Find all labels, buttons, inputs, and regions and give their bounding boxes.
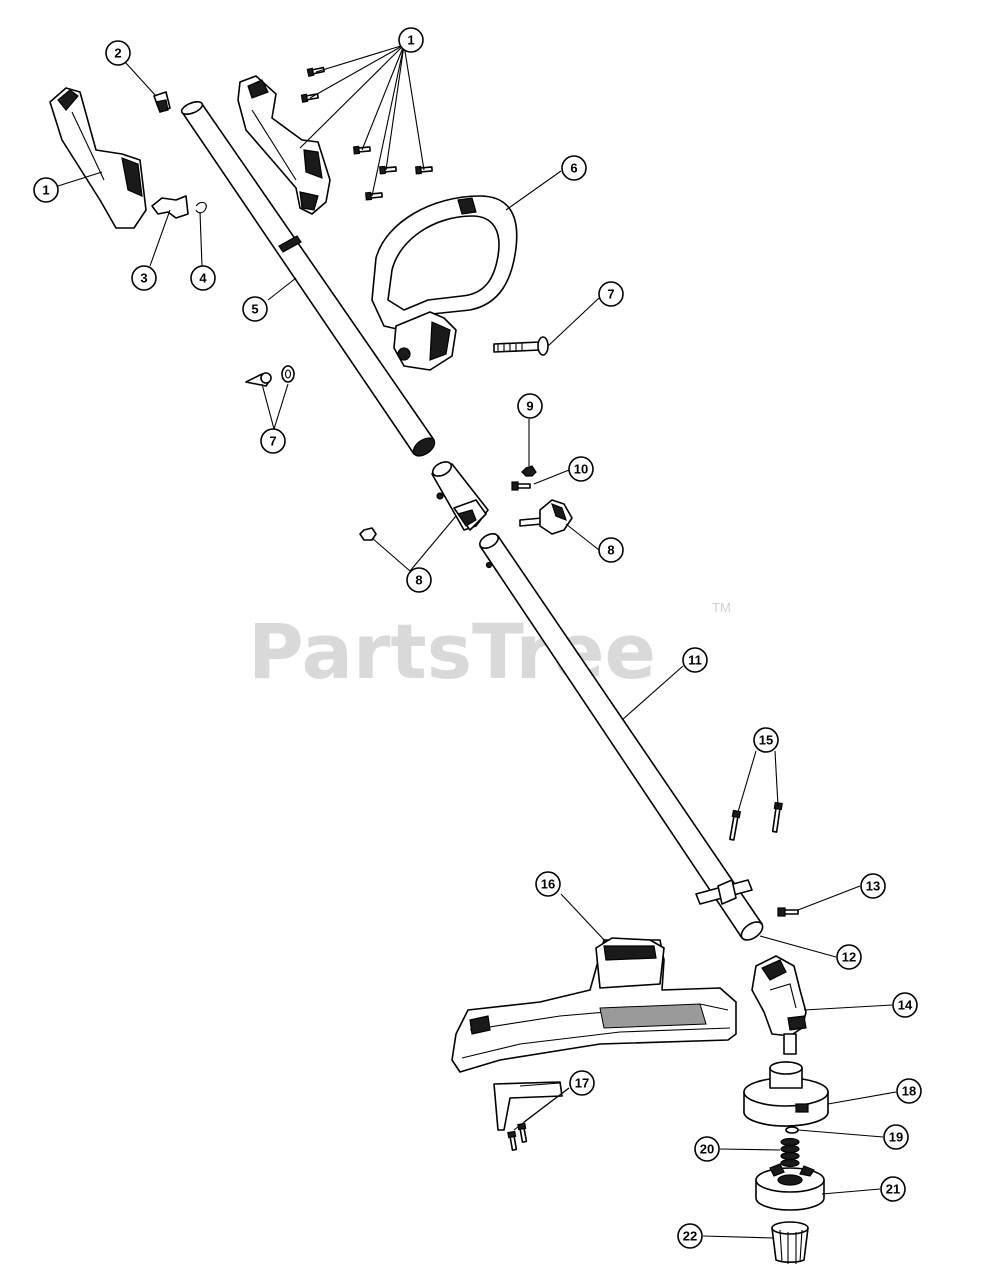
- callout-7-bolt: 7: [598, 281, 624, 307]
- svg-text:19: 19: [889, 1130, 903, 1145]
- coupler-screw-nut[interactable]: [511, 465, 537, 491]
- handle-bolt[interactable]: [493, 336, 549, 356]
- leader-lines: [57, 44, 897, 1239]
- svg-text:1: 1: [407, 33, 414, 48]
- callout-8-coupler: 8: [406, 567, 432, 593]
- coupler-knob[interactable]: [519, 499, 573, 535]
- svg-text:3: 3: [140, 271, 147, 286]
- assist-handle[interactable]: [371, 195, 518, 371]
- spring-clip[interactable]: [195, 201, 207, 214]
- svg-text:1: 1: [42, 183, 49, 198]
- shaft-coupler[interactable]: [430, 459, 489, 531]
- svg-text:8: 8: [607, 543, 614, 558]
- svg-text:2: 2: [114, 46, 121, 61]
- callout-2: 2: [105, 40, 131, 66]
- lock-lever[interactable]: [151, 195, 189, 219]
- spool-spring[interactable]: [780, 1137, 800, 1168]
- gearhead[interactable]: [751, 955, 807, 1055]
- callout-1-top: 1: [398, 27, 424, 53]
- trimmer-spool[interactable]: [755, 1163, 825, 1211]
- callout-6: 6: [561, 155, 587, 181]
- callout-17: 17: [569, 1070, 595, 1096]
- callout-9: 9: [517, 393, 543, 419]
- callout-18: 18: [896, 1078, 922, 1104]
- svg-text:20: 20: [700, 1142, 714, 1157]
- svg-text:6: 6: [570, 161, 577, 176]
- svg-text:8: 8: [415, 573, 422, 588]
- guard-screws[interactable]: [728, 801, 783, 841]
- knob-and-washer[interactable]: [245, 365, 295, 387]
- svg-text:16: 16: [541, 877, 555, 892]
- svg-text:13: 13: [866, 879, 880, 894]
- svg-text:7: 7: [269, 434, 276, 449]
- svg-text:9: 9: [526, 399, 533, 414]
- svg-text:22: 22: [683, 1229, 697, 1244]
- svg-text:14: 14: [898, 998, 913, 1013]
- debris-guard[interactable]: [451, 937, 737, 1073]
- svg-text:15: 15: [759, 733, 773, 748]
- callout-13: 13: [860, 873, 886, 899]
- bump-knob[interactable]: [771, 1221, 809, 1264]
- callout-11: 11: [682, 647, 708, 673]
- lower-shaft[interactable]: [477, 531, 766, 944]
- svg-text:5: 5: [251, 302, 258, 317]
- line-cutter-blade[interactable]: [493, 1081, 563, 1151]
- gearhead-screw[interactable]: [777, 907, 799, 917]
- watermark-trademark: TM: [712, 600, 731, 615]
- callout-19: 19: [883, 1124, 909, 1150]
- callout-7-knob: 7: [260, 428, 286, 454]
- coupler-nut[interactable]: [359, 527, 377, 541]
- washer[interactable]: [785, 1126, 799, 1134]
- spool-housing[interactable]: [743, 1061, 829, 1127]
- trigger-switch[interactable]: [153, 91, 171, 113]
- callout-1-left: 1: [33, 177, 59, 203]
- handle-half-left[interactable]: [49, 87, 147, 229]
- callout-4: 4: [190, 265, 216, 291]
- handle-half-right[interactable]: [237, 75, 331, 215]
- svg-text:4: 4: [199, 271, 207, 286]
- callout-22: 22: [677, 1223, 703, 1249]
- svg-text:11: 11: [688, 653, 702, 668]
- callout-16: 16: [535, 871, 561, 897]
- svg-text:21: 21: [886, 1182, 900, 1197]
- upper-shaft[interactable]: [180, 99, 438, 459]
- svg-text:7: 7: [607, 287, 614, 302]
- callout-8-knob: 8: [598, 537, 624, 563]
- svg-text:17: 17: [575, 1076, 589, 1091]
- callout-5: 5: [242, 296, 268, 322]
- svg-text:10: 10: [574, 462, 588, 477]
- callout-12: 12: [836, 944, 862, 970]
- svg-text:18: 18: [902, 1084, 916, 1099]
- callout-10: 10: [568, 456, 594, 482]
- watermark: PartsTree TM: [248, 600, 731, 696]
- callout-14: 14: [892, 992, 918, 1018]
- callout-20: 20: [694, 1136, 720, 1162]
- svg-text:12: 12: [842, 950, 856, 965]
- callout-21: 21: [880, 1176, 906, 1202]
- callout-15: 15: [753, 727, 779, 753]
- callout-3: 3: [131, 265, 157, 291]
